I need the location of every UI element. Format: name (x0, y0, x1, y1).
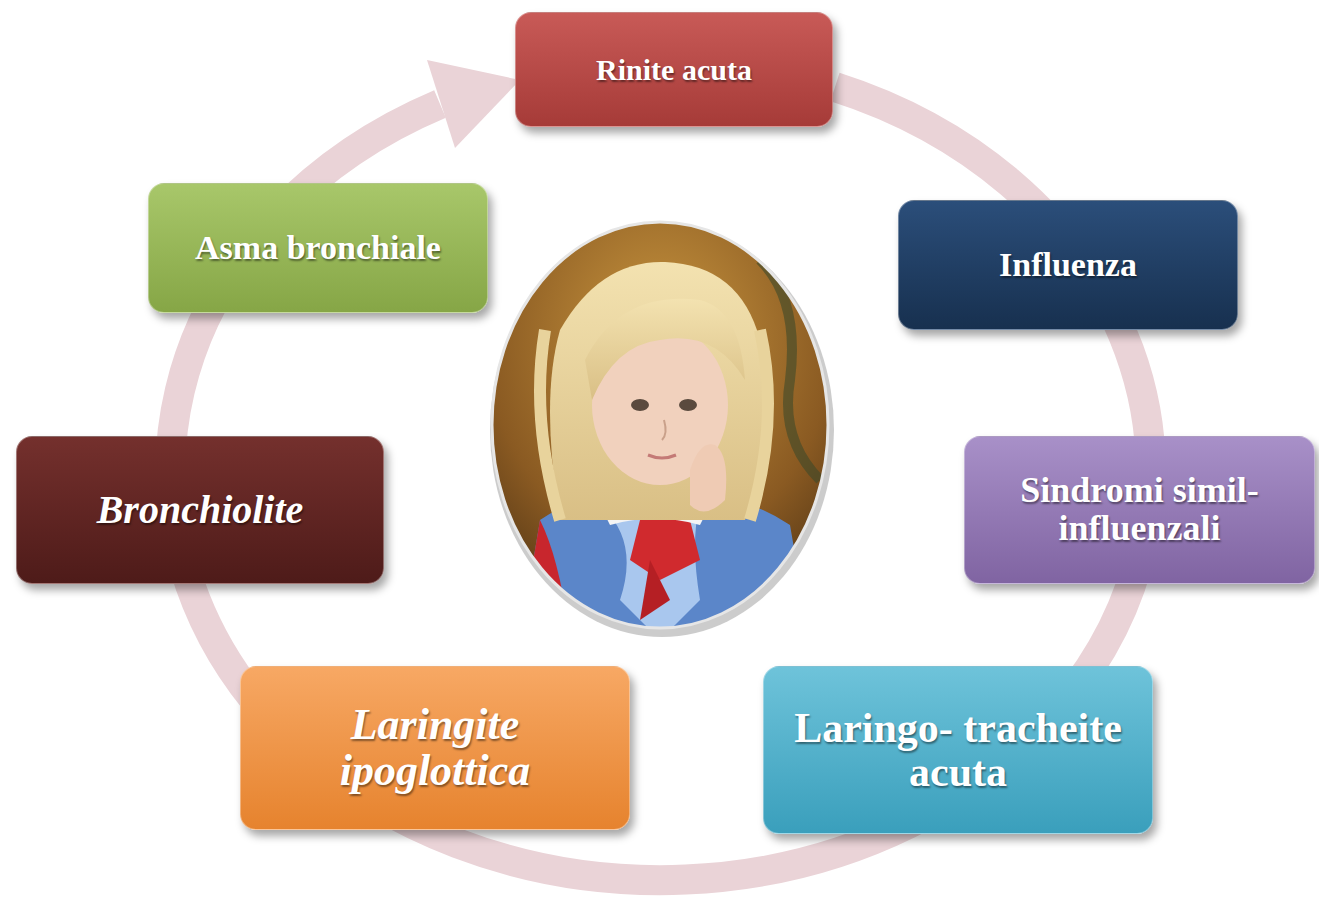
node-label: Laringo- tracheite acuta (766, 700, 1150, 800)
disease-box: Influenza (898, 200, 1238, 330)
disease-box: Laringite ipoglottica (240, 666, 630, 830)
disease-box: Laringo- tracheite acuta (763, 666, 1153, 834)
node-label: Asma bronchiale (185, 224, 451, 272)
cycle-arrowhead (427, 60, 520, 148)
node-label: Sindromi simil- influenzali (965, 466, 1314, 554)
node-label: Laringite ipoglottica (243, 696, 627, 800)
disease-box: Sindromi simil- influenzali (964, 436, 1315, 584)
disease-box: Rinite acuta (515, 12, 833, 127)
node-label: Bronchiolite (87, 483, 314, 537)
node-label: Rinite acuta (586, 48, 762, 92)
node-label: Influenza (989, 241, 1147, 289)
disease-box: Asma bronchiale (148, 183, 488, 313)
disease-box: Bronchiolite (16, 436, 384, 584)
